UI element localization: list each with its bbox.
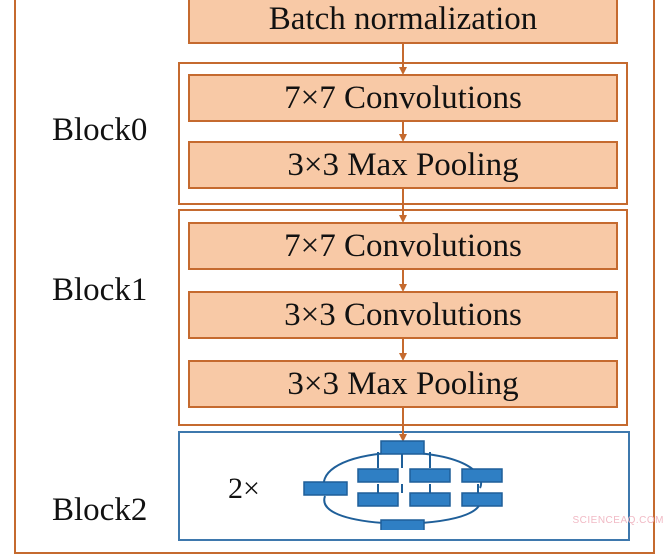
block0-conv-box: 7×7 Convolutions (188, 74, 618, 122)
block1-pool-box: 3×3 Max Pooling (188, 360, 618, 408)
block1-conv3-box: 3×3 Convolutions (188, 291, 618, 339)
batch-normalization-box: Batch normalization (188, 0, 618, 44)
batch-normalization-label: Batch normalization (268, 0, 538, 37)
mini-block-r1c1 (357, 468, 399, 483)
mini-block-left (303, 481, 348, 496)
block2-repeat-label: 2× (228, 472, 260, 505)
block1-label: Block1 (52, 272, 148, 308)
mini-block-r1c3 (461, 468, 503, 483)
mini-block-top (380, 440, 425, 455)
block2-label: Block2 (52, 492, 148, 528)
block0-pool-label: 3×3 Max Pooling (287, 146, 519, 183)
block1-conv3-label: 3×3 Convolutions (284, 296, 522, 333)
block1-pool-label: 3×3 Max Pooling (287, 365, 519, 402)
block2-mini-diagram (303, 440, 503, 530)
block0-pool-box: 3×3 Max Pooling (188, 141, 618, 189)
block1-conv7-box: 7×7 Convolutions (188, 222, 618, 270)
mini-block-r2c1 (357, 492, 399, 507)
connector-overlay (303, 44, 503, 530)
watermark: SCIENCEAQ.COM (572, 515, 664, 526)
block0-conv-label: 7×7 Convolutions (284, 79, 522, 116)
mini-block-r2c2 (409, 492, 451, 507)
mini-block-r1c2 (409, 468, 451, 483)
block0-label: Block0 (52, 112, 148, 148)
block1-conv7-label: 7×7 Convolutions (284, 227, 522, 264)
mini-block-bottom (380, 519, 425, 530)
mini-block-r2c3 (461, 492, 503, 507)
